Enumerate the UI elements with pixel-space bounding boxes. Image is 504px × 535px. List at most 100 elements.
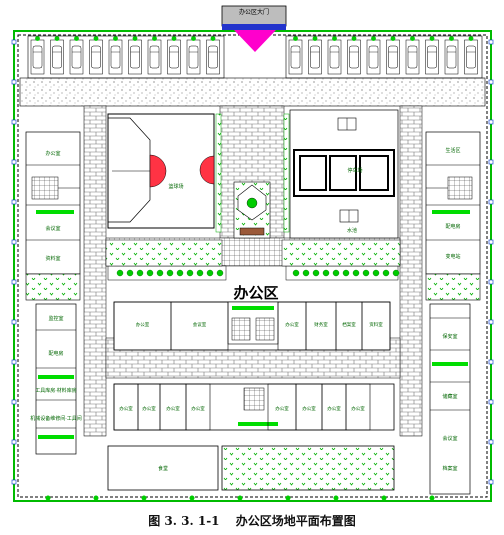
car-icon [368, 45, 379, 69]
canteen [107, 445, 219, 491]
shrub-icon [74, 36, 79, 41]
shrub-icon [146, 269, 154, 277]
brick-path-right [399, 105, 423, 437]
shrub-icon [152, 36, 157, 41]
car-icon [290, 45, 301, 69]
lawn-left [25, 273, 81, 301]
room [170, 301, 229, 351]
shrub-icon [35, 36, 40, 41]
shrub-icon [292, 269, 300, 277]
room-label: 会议室 [193, 321, 207, 328]
car-icon [110, 45, 121, 69]
shrub-icon [132, 36, 138, 41]
entrance-arrow-icon [234, 30, 276, 52]
room-label: 办公室 [327, 405, 341, 412]
caption-number: 图 3. 3. 1-1 [148, 514, 220, 528]
shrub-icon [206, 269, 214, 277]
figure-caption: 图 3. 3. 1-1 办公区场地平面布置图 [0, 512, 504, 529]
room [185, 383, 211, 431]
label-left-1: 办公室 [45, 150, 60, 157]
shrub-icon [322, 269, 330, 277]
shrub-icon [312, 36, 318, 41]
room-label: 办公室 [285, 321, 299, 328]
car-icon [329, 45, 340, 69]
shrub-icon [392, 269, 400, 277]
right-building-upper: 生活区 配电房 变电站 [425, 131, 481, 275]
label-right-lower-2: 储藏室 [442, 393, 457, 400]
shrub-icon [382, 269, 390, 277]
hedge-bottom [45, 495, 435, 501]
shrub-icon [390, 36, 396, 41]
lawn-bottom [221, 445, 395, 491]
shrub-icon [332, 269, 340, 277]
room-label: 办公室 [351, 405, 365, 412]
central-garden [233, 181, 271, 239]
shrub-icon [381, 495, 387, 501]
shrub-icon [362, 269, 370, 277]
shrub-icon [237, 495, 243, 501]
label-pavilion: 停车场 [347, 167, 362, 174]
shrub-icon [191, 36, 196, 41]
label-left-lower-2: 配电房 [48, 350, 63, 357]
sign-bar [36, 210, 74, 214]
shrub-icon [449, 36, 454, 41]
room-label: 办公室 [302, 405, 316, 412]
label-right-1: 生活区 [445, 147, 460, 154]
entrance-road [19, 77, 486, 107]
main-gate: 办公区大门 [221, 5, 287, 52]
stairs-right [447, 176, 473, 200]
car-icon [208, 45, 218, 69]
shrub-icon [54, 36, 60, 41]
car-icon [427, 45, 437, 69]
shrub-icon [171, 36, 177, 41]
car-icon [466, 45, 476, 69]
label-right-2: 配电房 [445, 223, 460, 230]
car-icon [349, 45, 359, 69]
office-building-lower: 办公室办公室办公室办公室办公室办公室办公室办公室 [113, 383, 395, 431]
shrub-icon [141, 495, 147, 501]
car-icon [169, 45, 179, 69]
room-label: 办公室 [119, 405, 133, 412]
label-court: 篮球场 [168, 183, 183, 190]
room [361, 301, 391, 351]
shrub-icon [429, 495, 435, 501]
label-left-2: 会议室 [45, 225, 60, 232]
right-building-lower: 保安室 储藏室 会议室 档案室 [429, 303, 471, 495]
room-label: 办公室 [191, 405, 205, 412]
label-right-lower-4: 档案室 [442, 465, 457, 472]
left-building-upper: 办公室 会议室 资料室 [25, 131, 81, 275]
room-label: 办公室 [136, 321, 150, 328]
room-label: 财务室 [314, 321, 328, 328]
room [345, 383, 371, 431]
stairs-left [31, 176, 59, 200]
shrub-icon [293, 36, 298, 41]
office-building-upper: 办公室会议室办公室财务室档案室资料室 [113, 301, 391, 351]
shrub-icon [113, 36, 118, 41]
shrub-icon [196, 269, 204, 277]
shrub-icon [342, 269, 350, 277]
shrub-icon [351, 36, 357, 41]
shrub-icon [93, 495, 99, 501]
shrub-icon [216, 269, 224, 277]
caption-title: 办公区场地平面布置图 [235, 514, 356, 528]
basketball-court: 篮球场 [107, 113, 215, 229]
boundary-inner-line [17, 34, 488, 498]
shrub-icon [410, 36, 415, 41]
shrub-icon [126, 269, 134, 277]
label-right-3: 变电站 [445, 253, 460, 260]
shrub-icon [332, 36, 337, 41]
hedge-right [285, 265, 399, 281]
boundary-markers [11, 39, 494, 485]
shrub-icon [285, 495, 291, 501]
vertical-hedges [105, 113, 401, 267]
room-label: 办公室 [166, 405, 180, 412]
shrub-icon [45, 495, 51, 501]
parking-row-top-right [288, 36, 478, 75]
zone-title: 办公区 [233, 284, 278, 302]
shrub-icon [116, 269, 124, 277]
label-water-tank: 水池 [347, 227, 357, 234]
shrub-icon [312, 269, 320, 277]
shrub-icon [302, 269, 310, 277]
car-icon [91, 45, 101, 69]
